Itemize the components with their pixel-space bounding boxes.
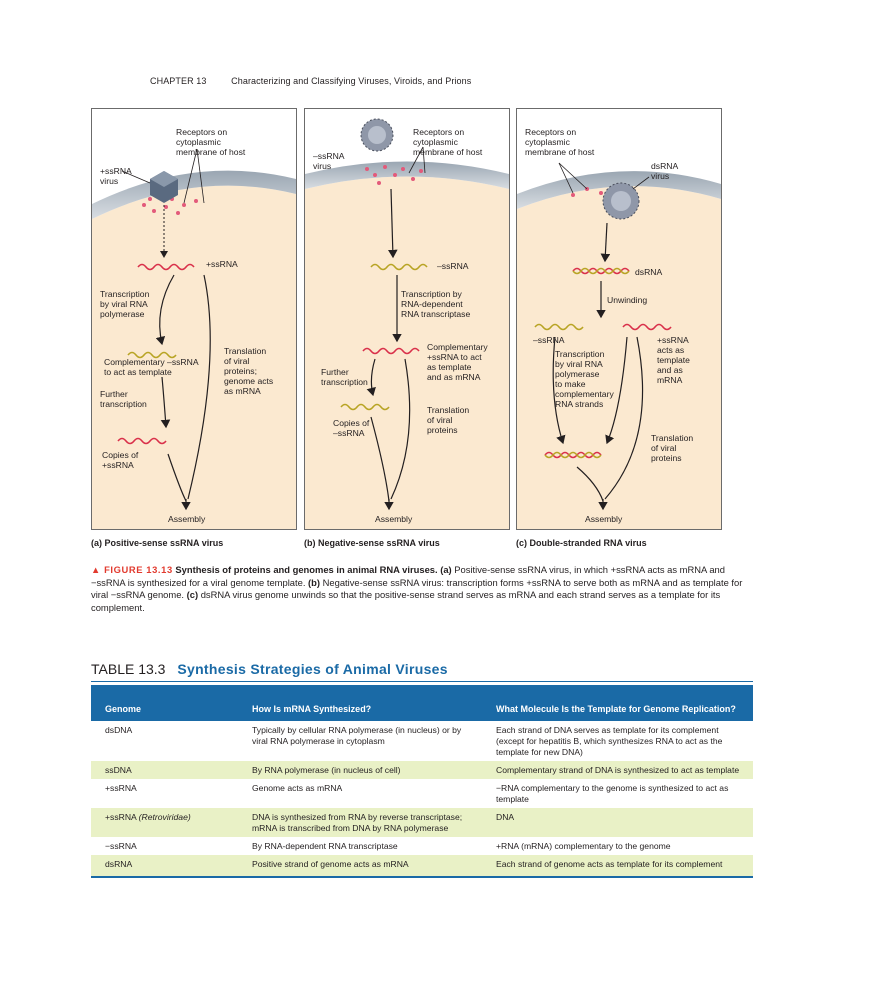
header-mrna: How Is mRNA Synthesized? — [238, 685, 482, 721]
label-copies: Copies of –ssRNA — [333, 418, 370, 438]
cell-template: −RNA complementary to the genome is synt… — [496, 783, 729, 804]
label-receptors: Receptors on cytoplasmic membrane of hos… — [176, 127, 246, 157]
label-translation: Translation of viral proteins — [651, 433, 694, 463]
genome-note: (Retroviridae) — [138, 812, 191, 822]
figure-label: ▲ FIGURE 13.13 — [91, 564, 173, 575]
caption-b-text: Negative-sense ssRNA virus: transcriptio… — [91, 576, 743, 601]
table-row: +ssRNA Genome acts as mRNA −RNA compleme… — [91, 779, 753, 808]
label-rna-top: dsRNA — [635, 267, 663, 277]
panel-b-caption: (b) Negative-sense ssRNA virus — [304, 538, 440, 548]
copies-minus — [544, 451, 602, 459]
copies-rna-strand — [340, 403, 390, 411]
label-virus: dsRNA virus — [651, 161, 679, 181]
table-title: TABLE 13.3 Synthesis Strategies of Anima… — [91, 661, 753, 682]
table-row: ssDNA By RNA polymerase (in nucleus of c… — [91, 761, 753, 779]
caption-c-text: dsRNA virus genome unwinds so that the p… — [91, 589, 721, 613]
label-assembly: Assembly — [585, 514, 623, 524]
cell-template: Complementary strand of DNA is synthesiz… — [482, 761, 753, 779]
label-minus: –ssRNA — [533, 335, 565, 345]
label-translation: Translation of viral proteins; genome ac… — [224, 346, 274, 396]
caption-a-text: Positive-sense ssRNA virus, in which +ss… — [91, 564, 725, 588]
cell-mrna: DNA is synthesized from RNA by reverse t… — [238, 808, 482, 837]
cell-genome: ssDNA — [91, 761, 238, 779]
panel-double-stranded: Receptors on cytoplasmic membrane of hos… — [516, 108, 722, 530]
cell-genome: dsDNA — [105, 725, 133, 735]
label-rna-top: –ssRNA — [437, 261, 469, 271]
label-further: Further transcription — [100, 389, 147, 409]
table-row: +ssRNA (Retroviridae) DNA is synthesized… — [91, 808, 753, 837]
label-transcription: Transcription by viral RNA polymerase to… — [555, 349, 614, 409]
cell-genome: +ssRNA (Retroviridae) — [91, 808, 238, 837]
cell-mrna: Positive strand of genome acts as mRNA — [238, 855, 482, 878]
header-template: What Molecule Is the Template for Genome… — [482, 685, 753, 721]
cell-mrna: Typically by cellular RNA polymerase (in… — [252, 725, 462, 746]
receptor-dots — [142, 197, 198, 215]
cell-genome: dsRNA — [91, 855, 238, 878]
minus-rna-strand — [534, 323, 584, 331]
cell-genome: +ssRNA — [105, 783, 137, 793]
copies-plus — [544, 451, 602, 459]
table-row: dsRNA Positive strand of genome acts as … — [91, 855, 753, 878]
label-plus: +ssRNA acts as template and as mRNA — [657, 335, 690, 385]
cell-mrna: Genome acts as mRNA — [252, 783, 343, 793]
panel-c-diagram — [517, 109, 721, 529]
panel-a-caption: (a) Positive-sense ssRNA virus — [91, 538, 224, 548]
label-virus: +ssRNA virus — [100, 166, 132, 186]
cell-mrna: By RNA polymerase (in nucleus of cell) — [238, 761, 482, 779]
receptor-dots — [365, 165, 423, 185]
plus-rna-strand — [622, 323, 672, 331]
caption-b-tag: (b) — [308, 576, 321, 588]
label-copies: Copies of +ssRNA — [102, 450, 139, 470]
table-row: −ssRNA By RNA-dependent RNA transcriptas… — [91, 837, 753, 855]
label-assembly: Assembly — [168, 514, 206, 524]
label-receptors: Receptors on cytoplasmic membrane of hos… — [413, 127, 483, 157]
label-rna-top: +ssRNA — [206, 259, 238, 269]
cell-template: Each strand of DNA serves as template fo… — [496, 725, 723, 757]
header-genome: Genome — [91, 685, 238, 721]
copies-rna-strand — [117, 437, 167, 445]
cell-mrna: By RNA-dependent RNA transcriptase — [252, 841, 398, 851]
panel-a-diagram — [92, 109, 296, 529]
label-translation: Translation of viral proteins — [427, 405, 470, 435]
label-receptors: Receptors on cytoplasmic membrane of hos… — [525, 127, 595, 157]
plus-rna-strand — [362, 347, 420, 355]
table-number: TABLE 13.3 — [91, 661, 166, 677]
running-header: CHAPTER 13 Characterizing and Classifyin… — [150, 76, 471, 86]
cell-template: Each strand of genome acts as template f… — [482, 855, 753, 878]
table-row: dsDNA Typically by cellular RNA polymera… — [91, 721, 753, 761]
cell-genome: −ssRNA — [105, 841, 137, 851]
panel-c-caption: (c) Double-stranded RNA virus — [516, 538, 647, 548]
panel-b-diagram — [305, 109, 509, 529]
figure-title: Synthesis of proteins and genomes in ani… — [175, 564, 438, 575]
panel-positive-sense: Receptors on cytoplasmic membrane of hos… — [91, 108, 297, 530]
caption-a-tag: (a) — [440, 564, 452, 575]
synthesis-strategies-table: Genome How Is mRNA Synthesized? What Mol… — [91, 685, 753, 878]
dsrna-strand-minus — [572, 267, 630, 275]
label-transcription: Transcription by RNA-dependent RNA trans… — [401, 289, 471, 319]
plus-rna-strand — [137, 263, 195, 271]
label-assembly: Assembly — [375, 514, 413, 524]
cell-template: DNA — [482, 808, 753, 837]
label-complementary: Complementary +ssRNA to act as template … — [427, 342, 488, 382]
panel-negative-sense: Receptors on cytoplasmic membrane of hos… — [304, 108, 510, 530]
table-name: Synthesis Strategies of Animal Viruses — [177, 661, 448, 677]
caption-c-tag: (c) — [186, 589, 199, 600]
label-further: Further transcription — [321, 367, 368, 387]
chapter-title: Characterizing and Classifying Viruses, … — [231, 76, 472, 86]
table-header-row: Genome How Is mRNA Synthesized? What Mol… — [91, 685, 753, 721]
cell-template: +RNA (mRNA) complementary to the genome — [496, 841, 671, 851]
minus-rna-strand — [127, 351, 177, 359]
label-complementary: Complementary –ssRNA to act as template — [104, 357, 199, 377]
minus-rna-strand — [370, 263, 428, 271]
chapter-number: CHAPTER 13 — [150, 76, 207, 86]
label-transcription: Transcription by viral RNA polymerase — [100, 289, 150, 319]
label-unwinding: Unwinding — [607, 295, 648, 305]
label-virus: –ssRNA virus — [313, 151, 345, 171]
figure-caption: ▲ FIGURE 13.13 Synthesis of proteins and… — [91, 564, 751, 614]
dsrna-strand-plus — [572, 267, 630, 275]
